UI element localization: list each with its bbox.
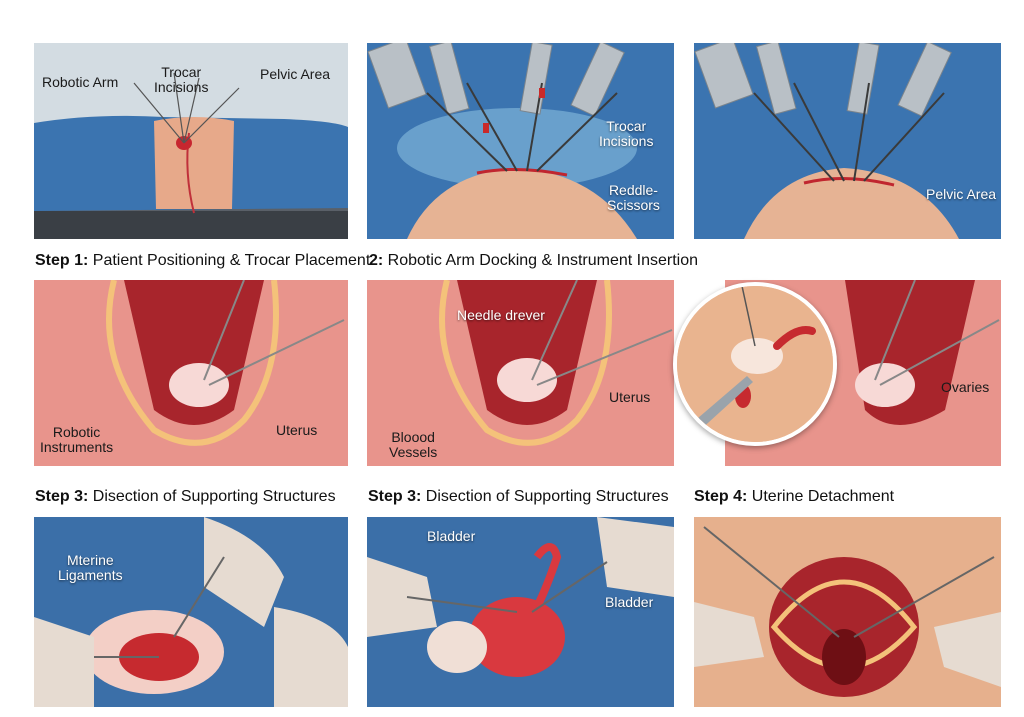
label-reddle-scissors: Reddle- Scissors [607, 182, 660, 213]
caption-step-3b-text: Disection of Supporting Structures [421, 488, 669, 505]
caption-step-4: Step 4: Uterine Detachment [694, 488, 894, 506]
robotic-pelvic-illustration [694, 43, 1001, 239]
panel-robotic-pelvic: Pelvic Area [694, 43, 1001, 239]
panel-patient-positioning: Robotic Arm Trocar Incisions Pelvic Area [34, 43, 348, 239]
caption-step-1-label: Step 1: [35, 252, 89, 269]
panel-needle-driver-vessels: Needle drever Uterus Bloood Vessels [367, 280, 674, 466]
panel-robotic-docking: Trocar Incisions Reddle- Scissors [367, 43, 674, 239]
uterus-instruments-illustration [34, 280, 348, 466]
label-pelvic-area: Pelvic Area [926, 186, 997, 202]
label-pelvic-area: Pelvic Area [260, 66, 331, 82]
caption-step-3a-label: Step 3: [35, 488, 89, 505]
label-uterus: Uterus [609, 389, 651, 405]
label-trocar-incisions: Trocar Incisions [154, 64, 209, 95]
label-needle-driver: Needle drever [457, 307, 545, 323]
bladder-illustration [367, 517, 674, 707]
robotic-docking-illustration [367, 43, 674, 239]
label-uterus: Uterus [276, 422, 318, 438]
caption-step-2: 2: Robotic Arm Docking & Instrument Inse… [369, 252, 698, 270]
caption-step-3b-label: Step 3: [368, 488, 422, 505]
panel-uterine-ligaments: Mterine Ligaments [34, 517, 348, 707]
label-robotic-arm: Robotic Arm [42, 74, 119, 90]
patient-positioning-illustration [34, 43, 348, 239]
caption-step-4-text: Uterine Detachment [747, 488, 895, 505]
label-trocar-incisions: Trocar Incisions [599, 118, 654, 149]
label-bladder-right: Bladder [605, 594, 654, 610]
caption-step-2-text: Robotic Arm Docking & Instrument Inserti… [383, 252, 699, 269]
ligaments-illustration [34, 517, 348, 707]
label-bladder-top: Bladder [427, 528, 476, 544]
panel-robotic-instruments-uterus: Robotic Instruments Uterus [34, 280, 348, 466]
panel-uterine-detachment [694, 517, 1001, 707]
caption-step-1: Step 1: Patient Positioning & Trocar Pla… [35, 252, 370, 270]
label-uterine-ligaments: Mterine Ligaments [58, 552, 123, 583]
caption-step-3b: Step 3: Disection of Supporting Structur… [368, 488, 669, 506]
label-robotic-instruments: Robotic Instruments [40, 424, 114, 455]
label-ovaries: Ovaries [941, 379, 990, 395]
panel-bladder: Bladder Bladder [367, 517, 674, 707]
caption-step-2-label: 2: [369, 252, 384, 269]
inset-magnified-view [673, 282, 837, 446]
needle-driver-illustration [367, 280, 674, 466]
detachment-illustration [694, 517, 1001, 707]
caption-step-3a-text: Disection of Supporting Structures [88, 488, 336, 505]
caption-step-4-label: Step 4: [694, 488, 748, 505]
caption-step-3a: Step 3: Disection of Supporting Structur… [35, 488, 336, 506]
caption-step-1-text: Patient Positioning & Trocar Placement [88, 252, 371, 269]
inset-magnified-illustration [677, 286, 833, 442]
label-blood-vessels: Bloood Vessels [389, 429, 438, 460]
